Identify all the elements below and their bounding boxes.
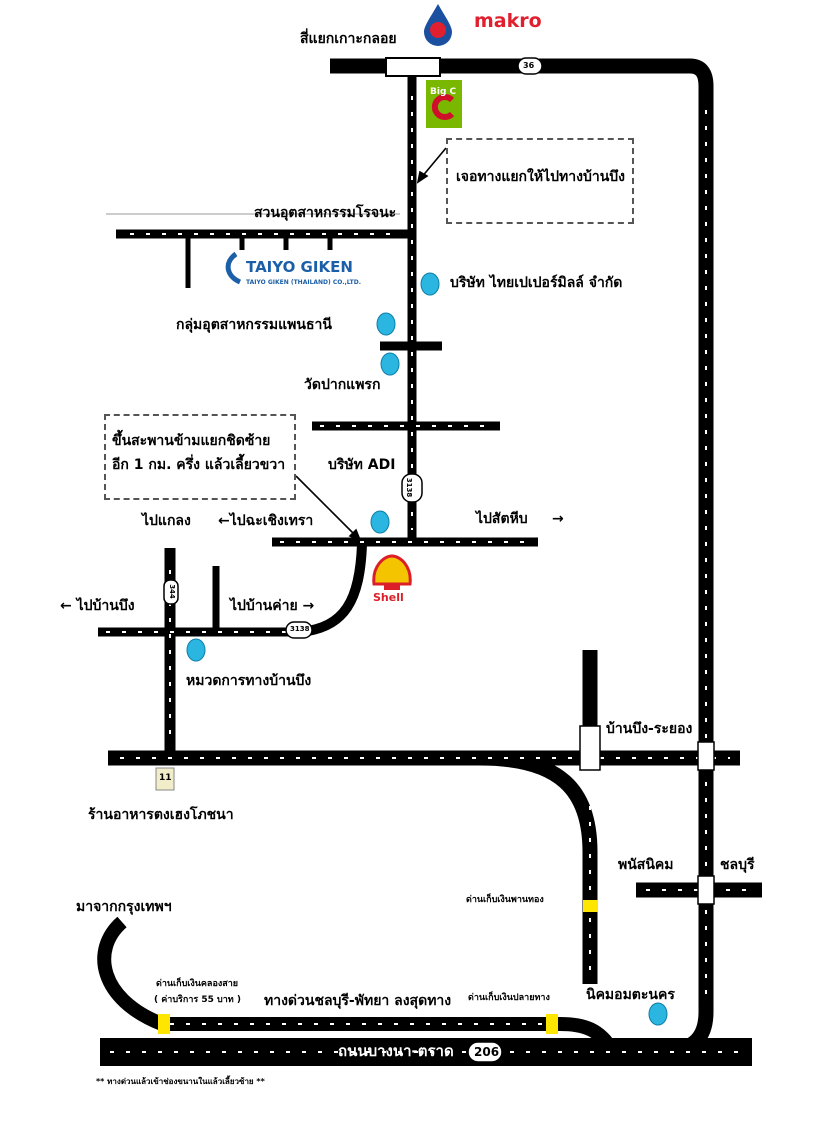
label-to-chachoengsao: ←ไปฉะเชิงเทรา [218, 513, 314, 529]
bigc-logo-icon [426, 80, 462, 128]
label-phanthanee: กลุ่มอุตสาหกรรมแพนธานี [176, 317, 332, 333]
label-chonburi: ชลบุรี [720, 857, 755, 873]
marker-amata [648, 1002, 668, 1026]
note-box-top: เจอทางแยกให้ไปทางบ้านบึง [446, 138, 634, 224]
route-36-number: 36 [523, 61, 535, 70]
taiyo-logo-icon [225, 251, 242, 285]
note-left-line2: อีก 1 กม. ครึ่ง แล้วเลี้ยวขวา [112, 457, 286, 473]
landmark-markers [186, 272, 668, 1026]
label-to-ban-khai: ไปบ้านค่าย → [230, 598, 315, 614]
pointer-arrows [295, 147, 447, 542]
route-11-number: 11 [159, 773, 172, 783]
route-3138-a-number: 3138 [405, 477, 414, 498]
taiyo-sublabel: TAIYO GIKEN (THAILAND) CO.,LTD. [246, 279, 361, 286]
koh-loi-overpass [385, 57, 441, 77]
label-to-klaeng: ไปแกลง [142, 513, 191, 529]
label-bangna-trat: ถนนบางนา-ตราด [338, 1042, 454, 1060]
route-344-number: 344 [167, 584, 176, 599]
road-to-ban-khai [299, 543, 367, 637]
route-206-number: 206 [474, 1045, 500, 1059]
route-shield-36 [517, 57, 543, 75]
label-koh-loi: สี่แยกเกาะกลอย [300, 31, 397, 47]
makro-label: makro [474, 10, 542, 32]
label-toll-klong-sai: ด่านเก็บเงินคลองสาย [156, 979, 239, 989]
label-to-sattahip-arrow: → [552, 511, 564, 527]
shell-label: Shell [373, 591, 404, 604]
label-thai-paper: บริษัท ไทยเปเปอร์มิลล์ จำกัด [450, 275, 623, 291]
road-from-bangkok [97, 916, 619, 1054]
toll-gate-phan-thong [583, 900, 598, 912]
taiyo-label: TAIYO GIKEN [246, 258, 353, 276]
route-shield-344 [163, 579, 179, 605]
note-box-left: ขึ้นสะพานข้ามแยกชิดซ้าย อีก 1 กม. ครึ่ง … [104, 414, 296, 500]
label-toll-fee: ( ค่าบริการ 55 บาท ) [154, 995, 241, 1005]
label-motorway: ทางด่วนชลบุรี-พัทยา ลงสุดทาง [264, 993, 452, 1009]
marker-thai-paper [420, 272, 440, 296]
route-3138-b-number: 3138 [290, 625, 310, 633]
label-toll-phan-thong: ด่านเก็บเงินพานทอง [466, 895, 544, 905]
label-to-sattahip: ไปสัตหีบ [476, 511, 528, 527]
marker-phanthanee [376, 312, 396, 336]
marker-adi [370, 510, 390, 534]
toll-gate-klong-sai [158, 1014, 170, 1034]
label-ban-bueng-rayong: บ้านบึง-ระยอง [606, 721, 693, 737]
restaurant-marker [155, 767, 175, 791]
label-phanat-nikhom: พนัสนิคม [618, 857, 674, 873]
label-wat-pak-praek: วัดปากแพรก [304, 377, 381, 393]
label-adi: บริษัท ADI [328, 457, 396, 473]
label-amata: นิคมอมตะนคร [586, 987, 675, 1003]
label-footnote: ** ทางด่วนแล้วเข้าช่องขนานในแล้วเลี้ยวซ้… [96, 1077, 265, 1086]
label-highway-dept: หมวดการทางบ้านบึง [186, 673, 312, 689]
road-markings [106, 96, 752, 1053]
route-shield-3138-a [401, 473, 423, 503]
label-to-ban-bueng: ← ไปบ้านบึง [60, 598, 135, 614]
route-shield-3138-b [285, 621, 313, 639]
label-restaurant: ร้านอาหารตงเฮงโภชนา [88, 807, 234, 823]
marker-highway-dept [186, 638, 206, 662]
toll-gate-plai-rayong [546, 1014, 558, 1034]
route-shield-206 [467, 1041, 503, 1063]
shell-logo-icon [372, 554, 412, 590]
marker-wat-pak-praek [380, 352, 400, 376]
note-left-line1: ขึ้นสะพานข้ามแยกชิดซ้าย [112, 433, 271, 449]
label-from-bangkok: มาจากกรุงเทพฯ [76, 899, 172, 915]
label-rojana: สวนอุตสาหกรรมโรจนะ [254, 205, 397, 221]
note-top-text: เจอทางแยกให้ไปทางบ้านบึง [456, 169, 625, 185]
makro-logo-icon [424, 4, 452, 46]
bigc-label: Big C [430, 87, 457, 97]
label-toll-plai-rayong: ด่านเก็บเงินปลายทาง [468, 993, 550, 1003]
